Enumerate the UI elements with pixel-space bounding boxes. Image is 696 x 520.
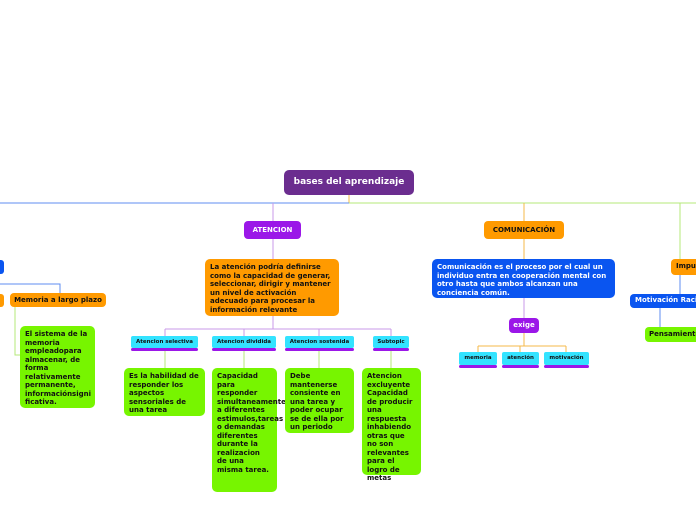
subtopic-desc[interactable]: Atencion excluyente Capacidad de produci… xyxy=(362,368,421,482)
pensamiento-label: Pensamiento xyxy=(649,330,696,338)
connector-exige-items xyxy=(477,333,567,352)
left-blue-node[interactable] xyxy=(0,260,4,274)
item-memoria-label: memoria xyxy=(464,355,492,362)
memoria-largo-plazo-node[interactable]: Memoria a largo plazo xyxy=(10,293,106,307)
type-underline xyxy=(131,348,198,351)
item-atencion-label: atención xyxy=(507,355,534,362)
type-underline xyxy=(373,348,409,351)
atencion-label: ATENCION xyxy=(252,225,293,234)
item-underline xyxy=(544,365,589,368)
comunicacion-definition[interactable]: Comunicación es el proceso por el cual u… xyxy=(432,259,615,298)
item-underline xyxy=(459,365,497,368)
connector-memoria-desc xyxy=(14,300,20,356)
comunicacion-node[interactable]: COMUNICACIÓN xyxy=(484,221,564,239)
subtopic-desc-text: Atencion excluyente Capacidad de produci… xyxy=(367,372,413,483)
type-atencion-dividida-label: Atencion dividida xyxy=(216,338,272,345)
connector-left-sub xyxy=(0,283,61,294)
exige-label: exige xyxy=(513,321,535,330)
item-memoria[interactable]: memoria xyxy=(459,352,497,365)
atencion-definition[interactable]: La atención podría definirse como la cap… xyxy=(205,259,339,316)
item-atencion[interactable]: atención xyxy=(502,352,539,365)
impulso-label: Impu xyxy=(676,262,696,270)
memoria-largo-plazo-label: Memoria a largo plazo xyxy=(14,295,102,304)
type-subtopic[interactable]: Subtopic xyxy=(373,336,409,348)
left-orange-node[interactable] xyxy=(0,294,4,307)
type-atencion-sostenida-label: Atencion sostenida xyxy=(289,338,350,345)
atencion-selectiva-desc[interactable]: Es la habilidad de responder los aspecto… xyxy=(124,368,205,416)
type-underline xyxy=(212,348,276,351)
atencion-selectiva-desc-text: Es la habilidad de responder los aspecto… xyxy=(129,372,199,415)
pensamiento-node[interactable]: Pensamiento xyxy=(645,327,696,342)
type-atencion-selectiva-label: Atencion selectiva xyxy=(136,338,193,345)
type-underline xyxy=(285,348,354,351)
item-underline xyxy=(502,365,539,368)
impulso-node[interactable]: Impu xyxy=(671,259,696,275)
atencion-dividida-desc[interactable]: Capacidad para responder simultaneamente… xyxy=(212,368,286,492)
connector-atencion-types xyxy=(164,316,392,336)
atencion-node[interactable]: ATENCION xyxy=(244,221,301,239)
type-subtopic-label: Subtopic xyxy=(377,338,405,345)
atencion-dividida-desc-text: Capacidad para responder simultaneamente… xyxy=(217,372,286,474)
exige-node[interactable]: exige xyxy=(509,318,539,333)
memoria-largo-plazo-desc-text: El sistema de la memoria empleadopara al… xyxy=(25,330,92,407)
memoria-largo-plazo-desc[interactable]: El sistema de la memoria empleadopara al… xyxy=(20,326,95,408)
atencion-sostenida-desc[interactable]: Debe mantenerse consiente en una tarea y… xyxy=(285,368,354,433)
type-atencion-selectiva[interactable]: Atencion selectiva xyxy=(131,336,198,348)
atencion-sostenida-desc-text: Debe mantenerse consiente en una tarea y… xyxy=(290,372,344,432)
item-motivacion[interactable]: motivación xyxy=(544,352,589,365)
atencion-definition-text: La atención podría definirse como la cap… xyxy=(210,263,331,314)
connector-type-desc xyxy=(164,350,392,368)
root-node[interactable]: bases del aprendizaje xyxy=(284,170,414,195)
motivacion-racional-node[interactable]: Motivación Raci xyxy=(630,294,696,308)
comunicacion-definition-text: Comunicación es el proceso por el cual u… xyxy=(437,263,607,297)
motivacion-racional-label: Motivación Raci xyxy=(635,296,696,304)
type-atencion-dividida[interactable]: Atencion dividida xyxy=(212,336,276,348)
type-atencion-sostenida[interactable]: Atencion sostenida xyxy=(285,336,354,348)
item-motivacion-label: motivación xyxy=(549,355,584,362)
comunicacion-label: COMUNICACIÓN xyxy=(492,225,556,234)
root-label: bases del aprendizaje xyxy=(293,177,405,188)
